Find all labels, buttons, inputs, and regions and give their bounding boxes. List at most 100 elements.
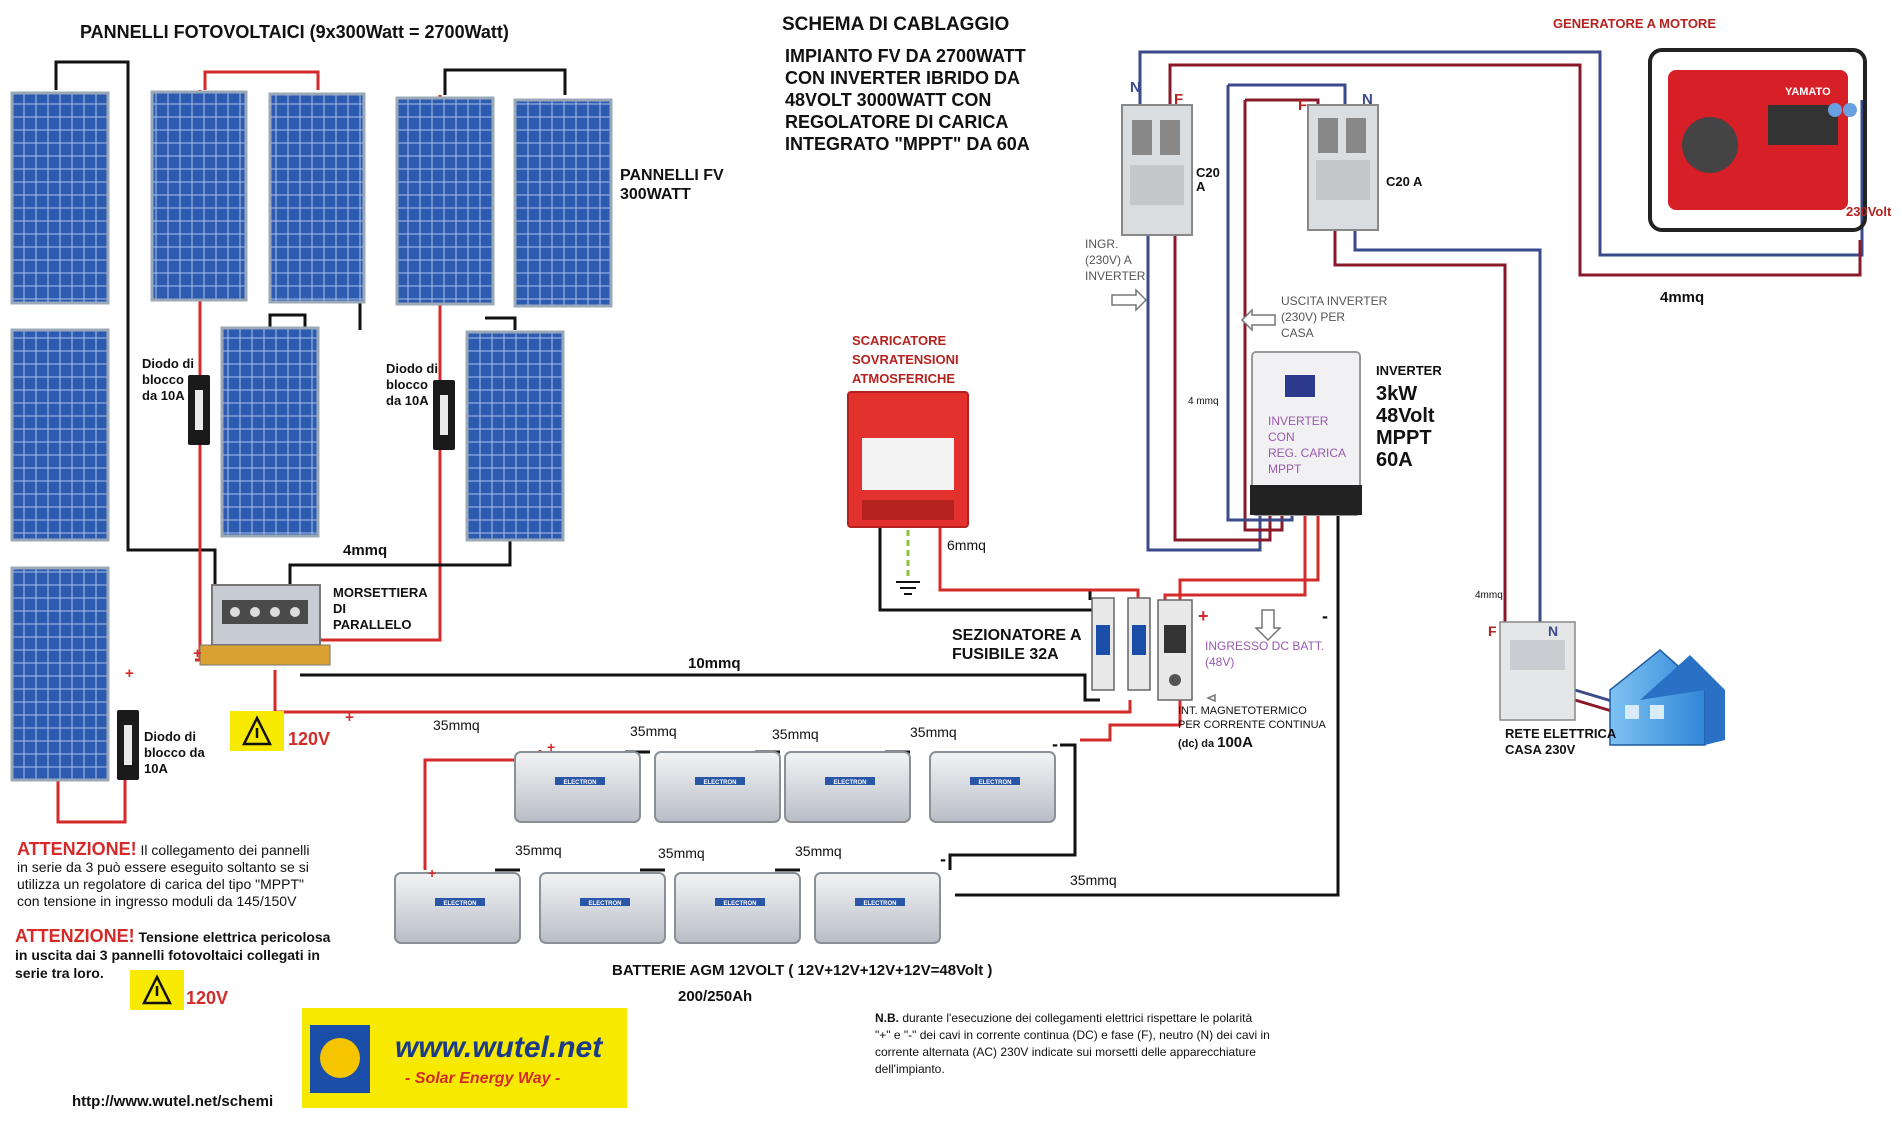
wire-int-red xyxy=(1080,690,1182,742)
wire-acin-neutral xyxy=(1146,230,1262,552)
attenzione-2-text: serie tra loro. xyxy=(15,965,104,981)
batteries: ELECTRON ELECTRON ELECTRON ELECTRON ELECTRON… xyxy=(394,751,1056,944)
wire-acout-phase xyxy=(1243,100,1284,532)
attenzione-2-head: ATTENZIONE! Tensione elettrica pericolos… xyxy=(15,926,331,946)
attenzione-1-head: ATTENZIONE! Il collegamento dei pannelli xyxy=(17,839,309,859)
battery-icon: ELECTRON xyxy=(674,872,801,944)
batterie-label: BATTERIE AGM 12VOLT ( 12V+12V+12V+12V=48… xyxy=(612,962,992,979)
schema-heading: SCHEMA DI CABLAGGIO xyxy=(782,14,1009,35)
polarity-N: N xyxy=(1362,91,1373,108)
scaricatore-label: SCARICATORE xyxy=(852,333,946,348)
inverter-spec: 60A xyxy=(1376,449,1413,471)
plus-sign: + xyxy=(547,739,555,755)
nb-text: dell'impianto. xyxy=(875,1062,945,1076)
wire-col3-top xyxy=(443,68,567,95)
inverter-spec: 48Volt xyxy=(1376,405,1435,427)
svg-text:ELECTRON: ELECTRON xyxy=(704,780,737,786)
battery-icon: ELECTRON xyxy=(394,872,521,944)
schema-description: CON INVERTER IBRIDO DA xyxy=(785,68,1020,88)
house-breaker xyxy=(1499,621,1576,721)
logo-main: www.wutel.net xyxy=(395,1031,604,1064)
inverter-spec: MPPT xyxy=(1376,427,1432,449)
inverter-body-label: MPPT xyxy=(1268,462,1302,476)
svg-text:ELECTRON: ELECTRON xyxy=(864,901,897,907)
solar-panels xyxy=(10,90,613,782)
battery-icon: ELECTRON xyxy=(514,751,641,823)
wire-label-4mmq-small: 4 mmq xyxy=(1188,396,1219,407)
nb-text: corrente alternata (AC) 230V indicate su… xyxy=(875,1045,1256,1059)
wire-10mmq-black xyxy=(300,673,1100,702)
wire-scar-black xyxy=(878,520,1097,612)
attenzione-1-text: in serie da 3 può essere eseguito soltan… xyxy=(17,859,309,875)
wire-label-35mmq: 35mmq xyxy=(630,723,677,739)
ingr-label: (230V) A xyxy=(1085,253,1132,267)
diode-label: blocco da xyxy=(144,745,205,760)
sezionatore-label: SEZIONATORE A xyxy=(952,627,1082,644)
generator-icon xyxy=(1648,48,1867,232)
wire-label-35mmq: 35mmq xyxy=(658,845,705,861)
breaker-c20a-left xyxy=(1121,104,1193,236)
schema-description: IMPIANTO FV DA 2700WATT xyxy=(785,46,1026,66)
ground-icon xyxy=(896,581,920,595)
svg-text:ELECTRON: ELECTRON xyxy=(724,901,757,907)
wire-panel-top-1 xyxy=(54,60,217,600)
battery-icon: ELECTRON xyxy=(539,872,666,944)
text-layer: PANNELLI FOTOVOLTAICI (9x300Watt = 2700W… xyxy=(15,14,1892,1110)
minus-sign: - xyxy=(940,849,946,869)
wire-col3-black xyxy=(288,540,512,600)
logo-sub: - Solar Energy Way - xyxy=(405,1070,560,1087)
solar-panel xyxy=(10,91,110,305)
wire-panel-top-2 xyxy=(203,70,320,90)
dc-breaker xyxy=(1157,599,1193,701)
wire-label-35mmq: 35mmq xyxy=(910,724,957,740)
wire-gen-phase xyxy=(1168,63,1862,277)
solar-panel xyxy=(10,328,110,542)
wire-label-35mmq: 35mmq xyxy=(1070,872,1117,888)
schema-description: 48VOLT 3000WATT CON xyxy=(785,90,991,110)
solar-panel xyxy=(395,96,495,306)
solar-panel xyxy=(268,92,366,304)
wire-panel-mid xyxy=(268,313,307,330)
battery-icon: ELECTRON xyxy=(784,751,911,823)
wire-label-4mmq-gen: 4mmq xyxy=(1660,289,1704,306)
battery-icon: ELECTRON xyxy=(654,751,781,823)
plus-sign: + xyxy=(1198,606,1209,626)
solar-panel xyxy=(150,90,248,302)
batterie-capacity: 200/250Ah xyxy=(678,988,752,1005)
minus-sign: - xyxy=(1052,734,1058,754)
morsettiera-label: DI xyxy=(333,601,346,616)
wire-acout-neutral xyxy=(1226,85,1294,522)
wire-label-6mmq: 6mmq xyxy=(947,537,986,553)
breaker-c20a-right xyxy=(1307,104,1379,231)
svg-text:ELECTRON: ELECTRON xyxy=(979,780,1012,786)
voltage-120-label: 120V xyxy=(288,729,330,749)
logo xyxy=(302,1008,627,1108)
scaricatore-label: SOVRATENSIONI xyxy=(852,352,959,367)
panels-fv-label: PANNELLI FV xyxy=(620,167,724,184)
svg-text:ELECTRON: ELECTRON xyxy=(589,901,622,907)
schema-description: REGOLATORE DI CARICA xyxy=(785,112,1008,132)
morsettiera xyxy=(199,584,331,666)
plus-sign: + xyxy=(345,709,354,726)
surge-protector xyxy=(847,391,969,528)
wire-house-neutral xyxy=(1353,230,1542,625)
polarity-F: F xyxy=(1174,91,1183,108)
diode-label: da 10A xyxy=(142,388,185,403)
diode-label: blocco xyxy=(142,372,184,387)
wire-inv-dc-red2 xyxy=(1163,515,1307,608)
c20a-label: C20 A xyxy=(1386,174,1423,189)
wire-house-phase xyxy=(1333,230,1507,625)
generatore-label: GENERATORE A MOTORE xyxy=(1553,16,1716,31)
svg-text:ELECTRON: ELECTRON xyxy=(564,780,597,786)
volt230-label: 230Volt xyxy=(1846,204,1892,219)
wire-scar-red xyxy=(938,520,1140,600)
solar-panel xyxy=(465,330,565,542)
fuse-disconnector xyxy=(1091,597,1151,691)
wire-bat-black-end xyxy=(948,743,1077,870)
wire-left-red xyxy=(56,765,127,824)
ingresso-dc-label: (48V) xyxy=(1205,655,1234,669)
polarity-F: F xyxy=(1488,623,1497,639)
scaricatore-label: ATMOSFERICHE xyxy=(852,371,955,386)
house-icon xyxy=(1609,649,1725,746)
wire-label-35mmq: 35mmq xyxy=(433,717,480,733)
